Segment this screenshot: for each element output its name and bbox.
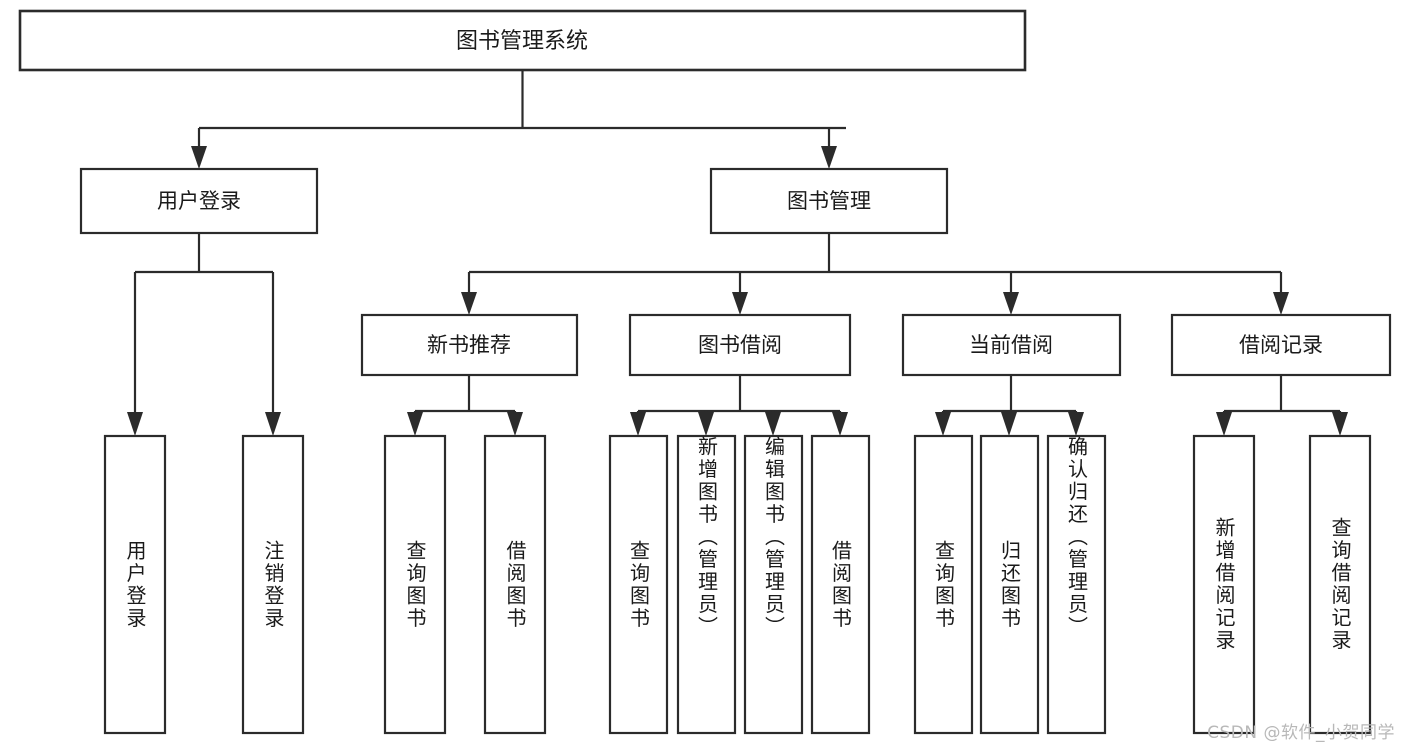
leaf-box-currentborrow-1[interactable] [913, 434, 974, 735]
leaf-box-user-login-2[interactable] [241, 434, 305, 735]
arrowhead-book-borrow [732, 292, 748, 315]
arrowhead-leaf-newbook-2 [507, 412, 523, 436]
arrowhead-user-login [191, 146, 207, 169]
arrowhead-leaf-bookborrow-4 [832, 412, 848, 436]
arrowhead-leaf-user-login-1 [127, 412, 143, 436]
arrowhead-leaf-borrowrecord-2 [1332, 412, 1348, 436]
leaf-box-currentborrow-2[interactable] [979, 434, 1040, 735]
leaf-box-borrowrecord-2[interactable] [1308, 434, 1372, 735]
arrowhead-leaf-currentborrow-3 [1068, 412, 1084, 436]
arrowhead-current-borrow [1003, 292, 1019, 315]
arrowhead-borrow-record [1273, 292, 1289, 315]
node-new-book-recommend-label: 新书推荐 [427, 333, 511, 357]
leaf-box-user-login-1[interactable] [103, 434, 167, 735]
node-user-login-label: 用户登录 [157, 189, 241, 213]
node-root-label: 图书管理系统 [456, 29, 588, 54]
node-book-borrow-box[interactable] [628, 313, 852, 377]
node-root-box[interactable] [18, 9, 1027, 72]
node-book-manage[interactable]: 图书管理 [709, 167, 949, 235]
node-borrow-record-label: 借阅记录 [1239, 333, 1323, 357]
node-user-login[interactable]: 用户登录 [79, 167, 319, 235]
arrowhead-leaf-bookborrow-1 [630, 412, 646, 436]
arrowhead-new-book-recommend [461, 292, 477, 315]
node-current-borrow-label: 当前借阅 [969, 333, 1053, 357]
node-book-manage-box[interactable] [709, 167, 949, 235]
node-book-manage-label: 图书管理 [787, 189, 871, 213]
watermark-text: CSDN @软件_小贺同学 [1207, 723, 1395, 743]
leaf-box-newbook-1[interactable] [383, 434, 447, 735]
arrowhead-leaf-currentborrow-2 [1001, 412, 1017, 436]
node-root[interactable]: 图书管理系统 [18, 9, 1027, 72]
arrowhead-leaf-borrowrecord-1 [1216, 412, 1232, 436]
leaf-box-borrowrecord-1[interactable] [1192, 434, 1256, 735]
arrowhead-leaf-user-login-2 [265, 412, 281, 436]
leaf-box-bookborrow-4[interactable] [810, 434, 871, 735]
node-current-borrow-box[interactable] [901, 313, 1122, 377]
node-new-book-recommend[interactable]: 新书推荐 [360, 313, 579, 377]
leaf-box-currentborrow-3[interactable] [1046, 434, 1107, 735]
node-borrow-record[interactable]: 借阅记录 [1170, 313, 1392, 377]
arrowhead-book-manage [821, 146, 837, 169]
node-user-login-box[interactable] [79, 167, 319, 235]
node-current-borrow[interactable]: 当前借阅 [901, 313, 1122, 377]
connector-layer [127, 70, 1348, 436]
arrowhead-leaf-bookborrow-3 [765, 412, 781, 436]
arrowhead-leaf-newbook-1 [407, 412, 423, 436]
leaf-box-bookborrow-2[interactable] [676, 434, 737, 735]
node-new-book-recommend-box[interactable] [360, 313, 579, 377]
node-borrow-record-box[interactable] [1170, 313, 1392, 377]
leaf-box-newbook-2[interactable] [483, 434, 547, 735]
arrowhead-leaf-bookborrow-2 [698, 412, 714, 436]
leaf-box-bookborrow-3[interactable] [743, 434, 804, 735]
node-layer: 图书管理系统 用户登录 图书管理 新书推荐 图书借阅 [18, 9, 1392, 735]
node-book-borrow[interactable]: 图书借阅 [628, 313, 852, 377]
leaf-box-bookborrow-1[interactable] [608, 434, 669, 735]
node-book-borrow-label: 图书借阅 [698, 333, 782, 357]
arrowhead-leaf-currentborrow-1 [935, 412, 951, 436]
